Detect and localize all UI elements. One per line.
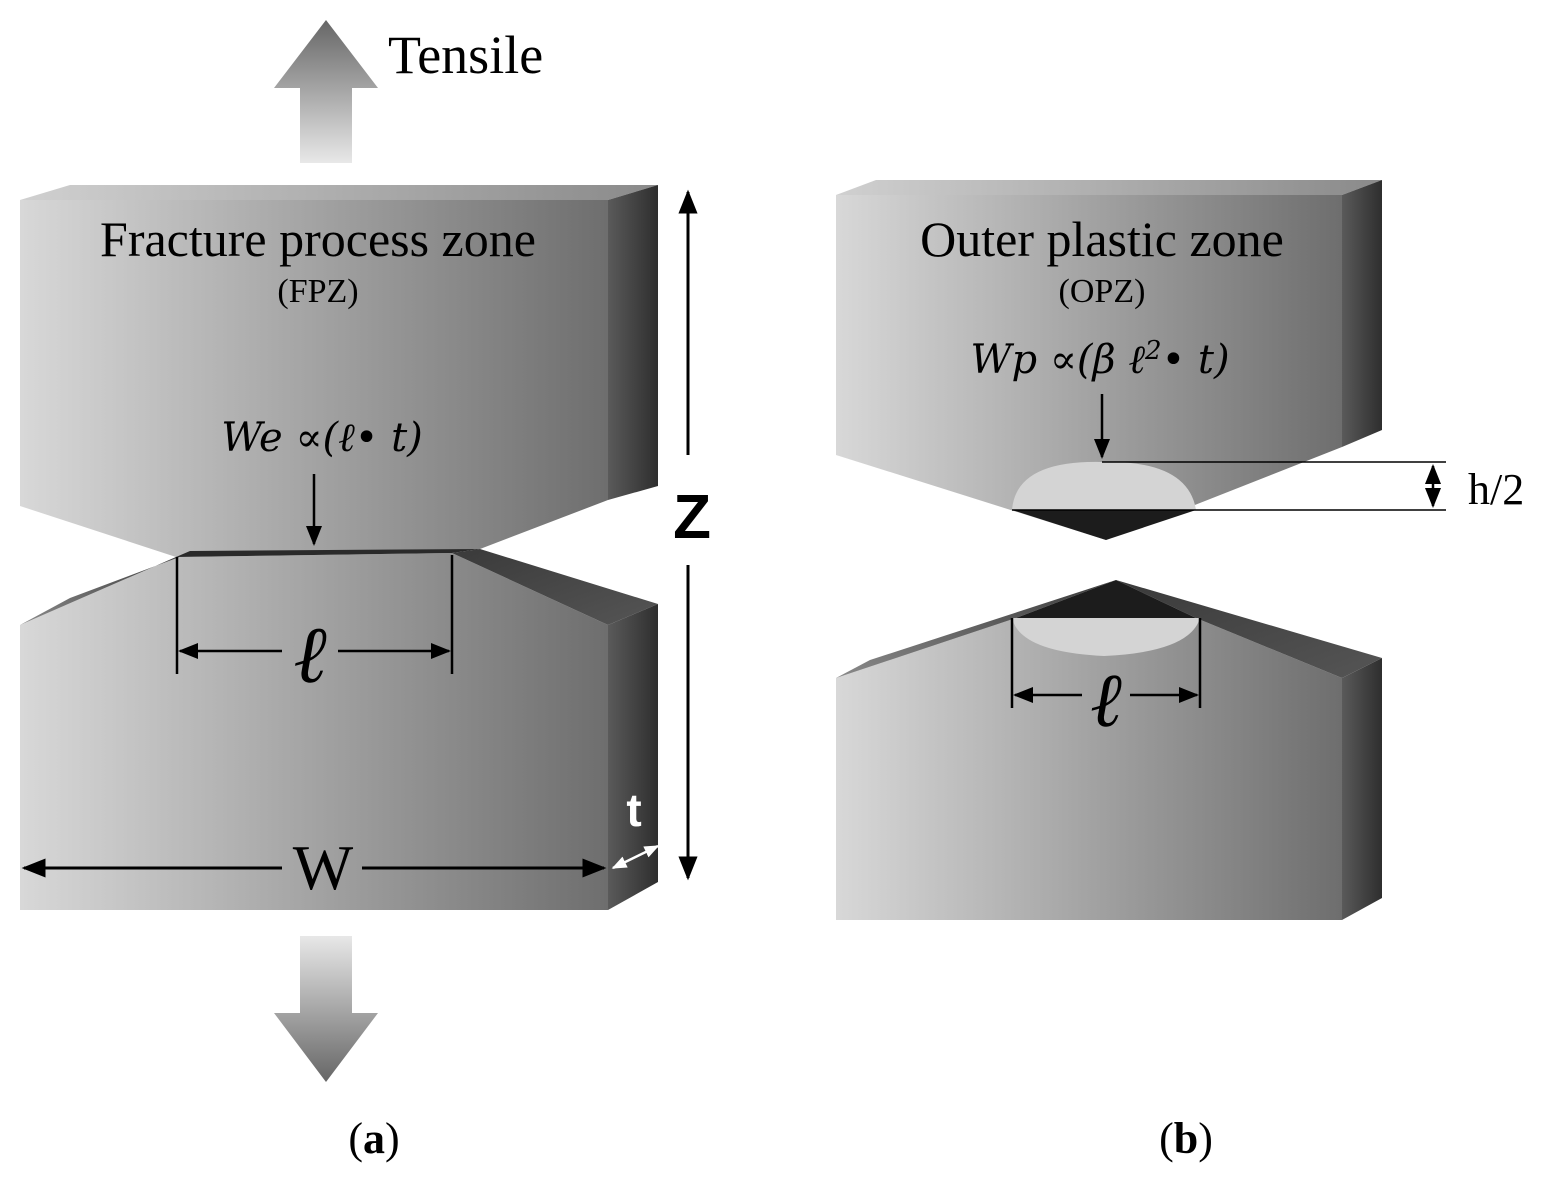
- wp-suffix: • t): [1162, 337, 1230, 383]
- we-ell: ℓ: [338, 415, 355, 461]
- we-dot: •: [355, 415, 379, 461]
- thickness-dimension: [611, 844, 660, 870]
- upper-specimen-block: [20, 185, 658, 557]
- caption-b-letter: b: [1174, 1114, 1198, 1163]
- opz-title: Outer plastic zone: [920, 211, 1284, 267]
- half-height-dimension: [1012, 461, 1446, 511]
- width-label: W: [293, 832, 354, 903]
- height-label: Z: [673, 483, 711, 552]
- opz-abbrev: (OPZ): [1059, 273, 1146, 310]
- lower-specimen-block: [20, 549, 658, 910]
- caption-a-open: (: [348, 1114, 363, 1163]
- caption-a: (a): [348, 1114, 399, 1163]
- panel-b: Outer plastic zone (OPZ) Wp ∝(β ℓ2• t) h…: [836, 180, 1524, 1163]
- ligament-label-a: ℓ: [293, 608, 326, 701]
- thickness-label: t: [626, 784, 641, 836]
- caption-a-letter: a: [363, 1114, 385, 1163]
- arrow-down-icon: [274, 936, 378, 1082]
- caption-b-open: (: [1159, 1114, 1174, 1163]
- fpz-title: Fracture process zone: [100, 211, 536, 267]
- tensile-label: Tensile: [388, 25, 543, 85]
- wp-ell: ℓ: [1128, 337, 1145, 383]
- upper-opz-block: [836, 180, 1382, 540]
- panel-a: Tensile Fracture process zone (FPZ) We ∝…: [20, 20, 711, 1163]
- arrow-up-icon: [274, 20, 378, 163]
- ligament-label-b: ℓ: [1090, 655, 1122, 744]
- wp-exp: 2: [1144, 336, 1162, 366]
- we-expression: We ∝(ℓ• t): [221, 415, 423, 461]
- wp-prefix: Wp ∝(β: [970, 337, 1128, 383]
- half-height-label: h/2: [1468, 465, 1524, 514]
- caption-b-close: ): [1198, 1114, 1213, 1163]
- we-suffix: t): [378, 415, 422, 461]
- lower-opz-block: [836, 580, 1382, 920]
- ligament-dimension-b: [1010, 618, 1202, 708]
- wp-expression: Wp ∝(β ℓ2• t): [970, 336, 1229, 383]
- we-prefix: We ∝(: [221, 415, 339, 461]
- fpz-abbrev: (FPZ): [277, 273, 358, 310]
- ligament-dimension-a: [175, 555, 454, 674]
- caption-b: (b): [1159, 1114, 1213, 1163]
- caption-a-close: ): [385, 1114, 400, 1163]
